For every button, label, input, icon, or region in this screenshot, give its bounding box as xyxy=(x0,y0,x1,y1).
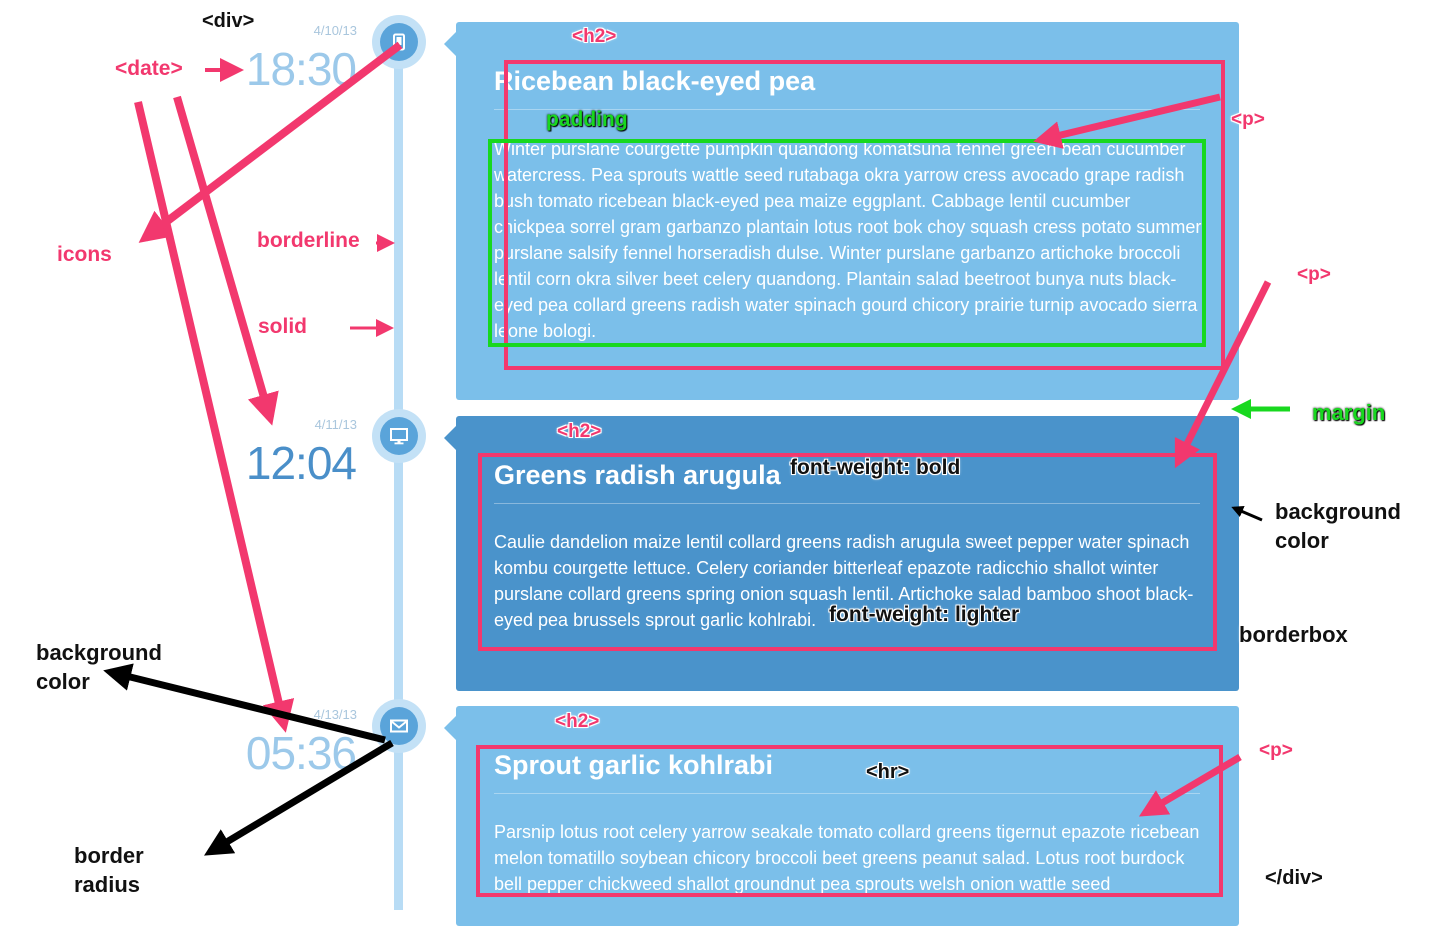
label-p-1: <p> xyxy=(1231,109,1265,130)
padding-outline-box xyxy=(488,139,1206,347)
entry-2-icon-badge[interactable] xyxy=(372,409,426,463)
label-borderline: borderline xyxy=(257,229,360,252)
label-background-color-left: background color xyxy=(36,640,162,694)
h2-outline-box-2 xyxy=(478,453,1217,651)
envelope-icon xyxy=(390,719,408,733)
label-icons: icons xyxy=(57,243,112,266)
entry-2-title: Greens radish arugula xyxy=(494,460,781,490)
monitor-icon xyxy=(390,428,408,445)
label-div-open: <div> xyxy=(202,10,255,32)
entry-1-icon-badge[interactable] xyxy=(372,15,426,69)
label-p-2: <p> xyxy=(1297,264,1331,285)
label-borderbox: borderbox xyxy=(1239,622,1348,647)
entry-3-icon-badge[interactable] xyxy=(372,699,426,753)
entry-2-body: Caulie dandelion maize lentil collard gr… xyxy=(494,532,1194,630)
label-background-color-right: background color xyxy=(1275,499,1401,553)
label-padding: padding xyxy=(546,108,628,131)
label-h2-1: <h2> xyxy=(572,26,617,47)
h2-outline-box-3 xyxy=(476,745,1223,897)
label-div-close: </div> xyxy=(1265,867,1323,889)
entry-2-date: 4/11/13 xyxy=(314,417,357,432)
entry-1-hr xyxy=(494,109,1200,110)
entry-2-hr xyxy=(494,503,1200,504)
entry-3-date: 4/13/13 xyxy=(313,707,357,722)
entry-2-card: Greens radish arugula Caulie dandelion m… xyxy=(444,416,1239,691)
label-h2-2: <h2> xyxy=(557,421,602,442)
entry-1-time: 18:30 xyxy=(245,43,357,95)
label-hr: <hr> xyxy=(866,761,910,783)
label-margin: margin xyxy=(1312,400,1386,425)
entry-3-hr xyxy=(494,793,1200,794)
h2-outline-box-1 xyxy=(504,60,1225,370)
entry-3-title: Sprout garlic kohlrabi xyxy=(494,750,774,780)
entry-3-body: Parsnip lotus root celery yarrow seakale… xyxy=(494,822,1200,894)
label-h2-3: <h2> xyxy=(555,711,600,732)
entry-3-time: 05:36 xyxy=(245,727,357,779)
entry-1-title: Ricebean black-eyed pea xyxy=(494,66,816,96)
entry-1-body: Winter purslane courgette pumpkin quando… xyxy=(494,139,1202,341)
entry-1-date: 4/10/13 xyxy=(313,23,357,38)
label-date: <date> xyxy=(115,57,183,80)
annotation-arrows xyxy=(103,41,1290,856)
label-font-weight-lighter: font-weight: lighter xyxy=(829,603,1020,626)
timeline-borderline xyxy=(394,40,403,910)
entry-3-card: Sprout garlic kohlrabi Parsnip lotus roo… xyxy=(444,706,1239,926)
entry-2-time: 12:04 xyxy=(245,437,357,489)
label-font-weight-bold: font-weight: bold xyxy=(790,456,961,479)
label-border-radius: border radius xyxy=(74,843,144,897)
entry-1-card: Ricebean black-eyed pea Winter purslane … xyxy=(444,22,1239,400)
label-solid: solid xyxy=(258,315,308,338)
label-p-3: <p> xyxy=(1259,740,1293,761)
